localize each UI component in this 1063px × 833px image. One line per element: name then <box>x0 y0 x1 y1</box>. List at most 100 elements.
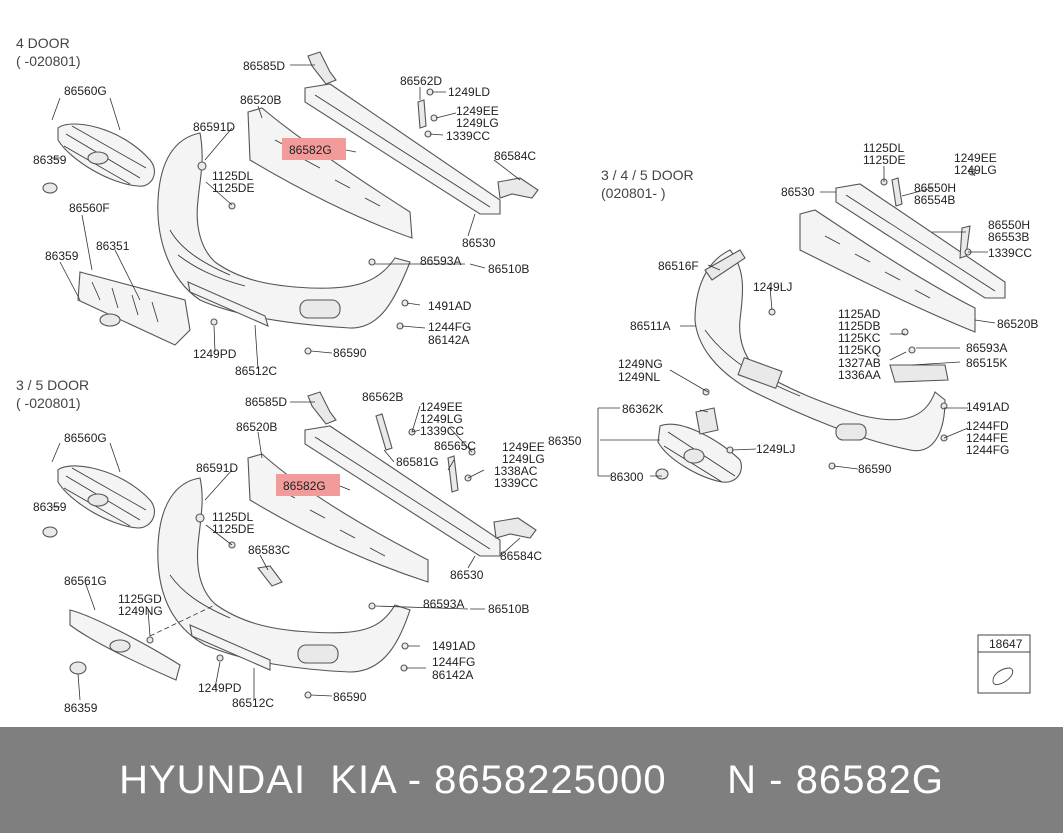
part-label: 1249NL <box>618 370 660 384</box>
bracket-86362K <box>695 407 719 435</box>
part-label: 86583C <box>248 543 290 557</box>
part-label: 1249NG <box>618 357 663 371</box>
clip-icon <box>992 667 1014 685</box>
part-label: 86554B <box>914 193 955 207</box>
legend-box: 18647 <box>977 634 1031 694</box>
emblem <box>42 182 58 194</box>
part-label: 1125KQ <box>838 343 881 357</box>
fog-lamp-hole <box>299 299 341 319</box>
part-label: 1125KC <box>838 331 881 345</box>
part-label: 1327AB <box>838 356 881 370</box>
part-label: 1249EE <box>420 400 463 414</box>
part-label: 1125DE <box>863 153 905 167</box>
stay-86584C <box>493 517 537 539</box>
part-label: 1491AD <box>428 299 472 313</box>
emblem <box>655 468 669 480</box>
part-label-highlighted: 86582G <box>283 479 326 493</box>
emblem-lower <box>99 313 121 327</box>
part-label: 1249LG <box>420 412 463 426</box>
part-label: 86562B <box>362 390 403 404</box>
part-label: 86584C <box>494 149 536 163</box>
stay-86584C <box>497 177 539 199</box>
emblem <box>42 526 58 538</box>
part-label: 1249EE <box>502 440 545 454</box>
part-label: 86359 <box>45 249 79 263</box>
part-label: 86562D <box>400 74 442 88</box>
part-label: 86515K <box>966 356 1007 370</box>
grille-emblem-lower <box>109 639 131 653</box>
legend-code: 18647 <box>989 637 1023 651</box>
highlight-86582G <box>282 138 346 160</box>
part-label: 1249PD <box>193 347 237 361</box>
part-label: 86359 <box>33 500 67 514</box>
part-label: 86561G <box>64 574 107 588</box>
part-label: 86590 <box>333 690 367 704</box>
part-label: 86359 <box>33 153 67 167</box>
part-label: 86520B <box>997 317 1038 331</box>
part-label: 86565C <box>434 439 476 453</box>
part-label: 1125DE <box>212 181 254 195</box>
part-label: 1249LJ <box>756 442 795 456</box>
part-label: 86553B <box>988 230 1029 244</box>
part-label: 86560G <box>64 431 107 445</box>
bracket-86583C <box>256 565 283 587</box>
section-range-345door: (020801- ) <box>601 185 666 201</box>
part-label: 86593A <box>420 254 461 268</box>
part-label: 1249NG <box>118 604 163 618</box>
front-bumper-cover <box>157 132 411 329</box>
part-label: 86300 <box>610 470 644 484</box>
grille-support <box>77 271 191 346</box>
part-label: 86585D <box>243 59 285 73</box>
grille-emblem <box>87 151 109 165</box>
part-label: 1249LD <box>448 85 490 99</box>
part-label: 1249PD <box>198 681 242 695</box>
part-label: 86560G <box>64 84 107 98</box>
part-label: 1125DL <box>212 510 253 524</box>
part-label: 86581G <box>396 455 439 469</box>
section-title-35door: 3 / 5 DOOR <box>16 377 89 393</box>
bracket-86550H <box>891 177 903 207</box>
part-label: 86560F <box>69 201 110 215</box>
part-label: 86584C <box>500 549 542 563</box>
front-bumper-cover <box>157 477 411 673</box>
part-label: 1339CC <box>446 129 490 143</box>
part-label: 1339CC <box>988 246 1032 260</box>
part-label: 86510B <box>488 602 529 616</box>
part-label: 86591D <box>196 461 238 475</box>
fog-lamp-hole <box>297 644 339 664</box>
part-label: 86351 <box>96 239 130 253</box>
part-label: 86530 <box>462 236 496 250</box>
highlight-86582G <box>276 474 340 496</box>
part-label: 1249LG <box>502 452 545 466</box>
bracket-86562B <box>375 413 393 451</box>
part-label: 86550H <box>988 218 1030 232</box>
part-label: 86591D <box>193 120 235 134</box>
plate-area <box>737 356 783 390</box>
part-label: 86593A <box>966 341 1007 355</box>
part-label: 1125AD <box>838 307 881 321</box>
part-label: 1125DL <box>212 169 253 183</box>
bracket-86550H-right <box>959 225 971 259</box>
part-label: 86362K <box>622 402 663 416</box>
part-label: 86142A <box>432 668 473 682</box>
part-label: 86512C <box>235 364 277 378</box>
part-label: 1336AA <box>838 368 881 382</box>
part-label: 86593A <box>423 597 464 611</box>
part-label: 86520B <box>236 420 277 434</box>
part-label: 86142A <box>428 333 469 347</box>
part-label: 1249EE <box>456 104 499 118</box>
part-label: 1244FG <box>428 320 471 334</box>
part-label: 1249LJ <box>753 280 792 294</box>
part-label: 86530 <box>781 185 815 199</box>
fog-lamp-hole <box>835 423 867 441</box>
section-35door-parts <box>42 391 537 701</box>
legend-frame <box>977 634 1031 694</box>
part-label: 1125DB <box>838 319 880 333</box>
part-label: 1339CC <box>420 424 464 438</box>
part-label: 86590 <box>333 346 367 360</box>
section-title-345door: 3 / 4 / 5 DOOR <box>601 167 694 183</box>
part-label: 1125GD <box>118 592 162 606</box>
bracket-86565C <box>447 455 459 493</box>
part-label: 1249LG <box>954 163 997 177</box>
bracket-86516F <box>704 249 746 281</box>
